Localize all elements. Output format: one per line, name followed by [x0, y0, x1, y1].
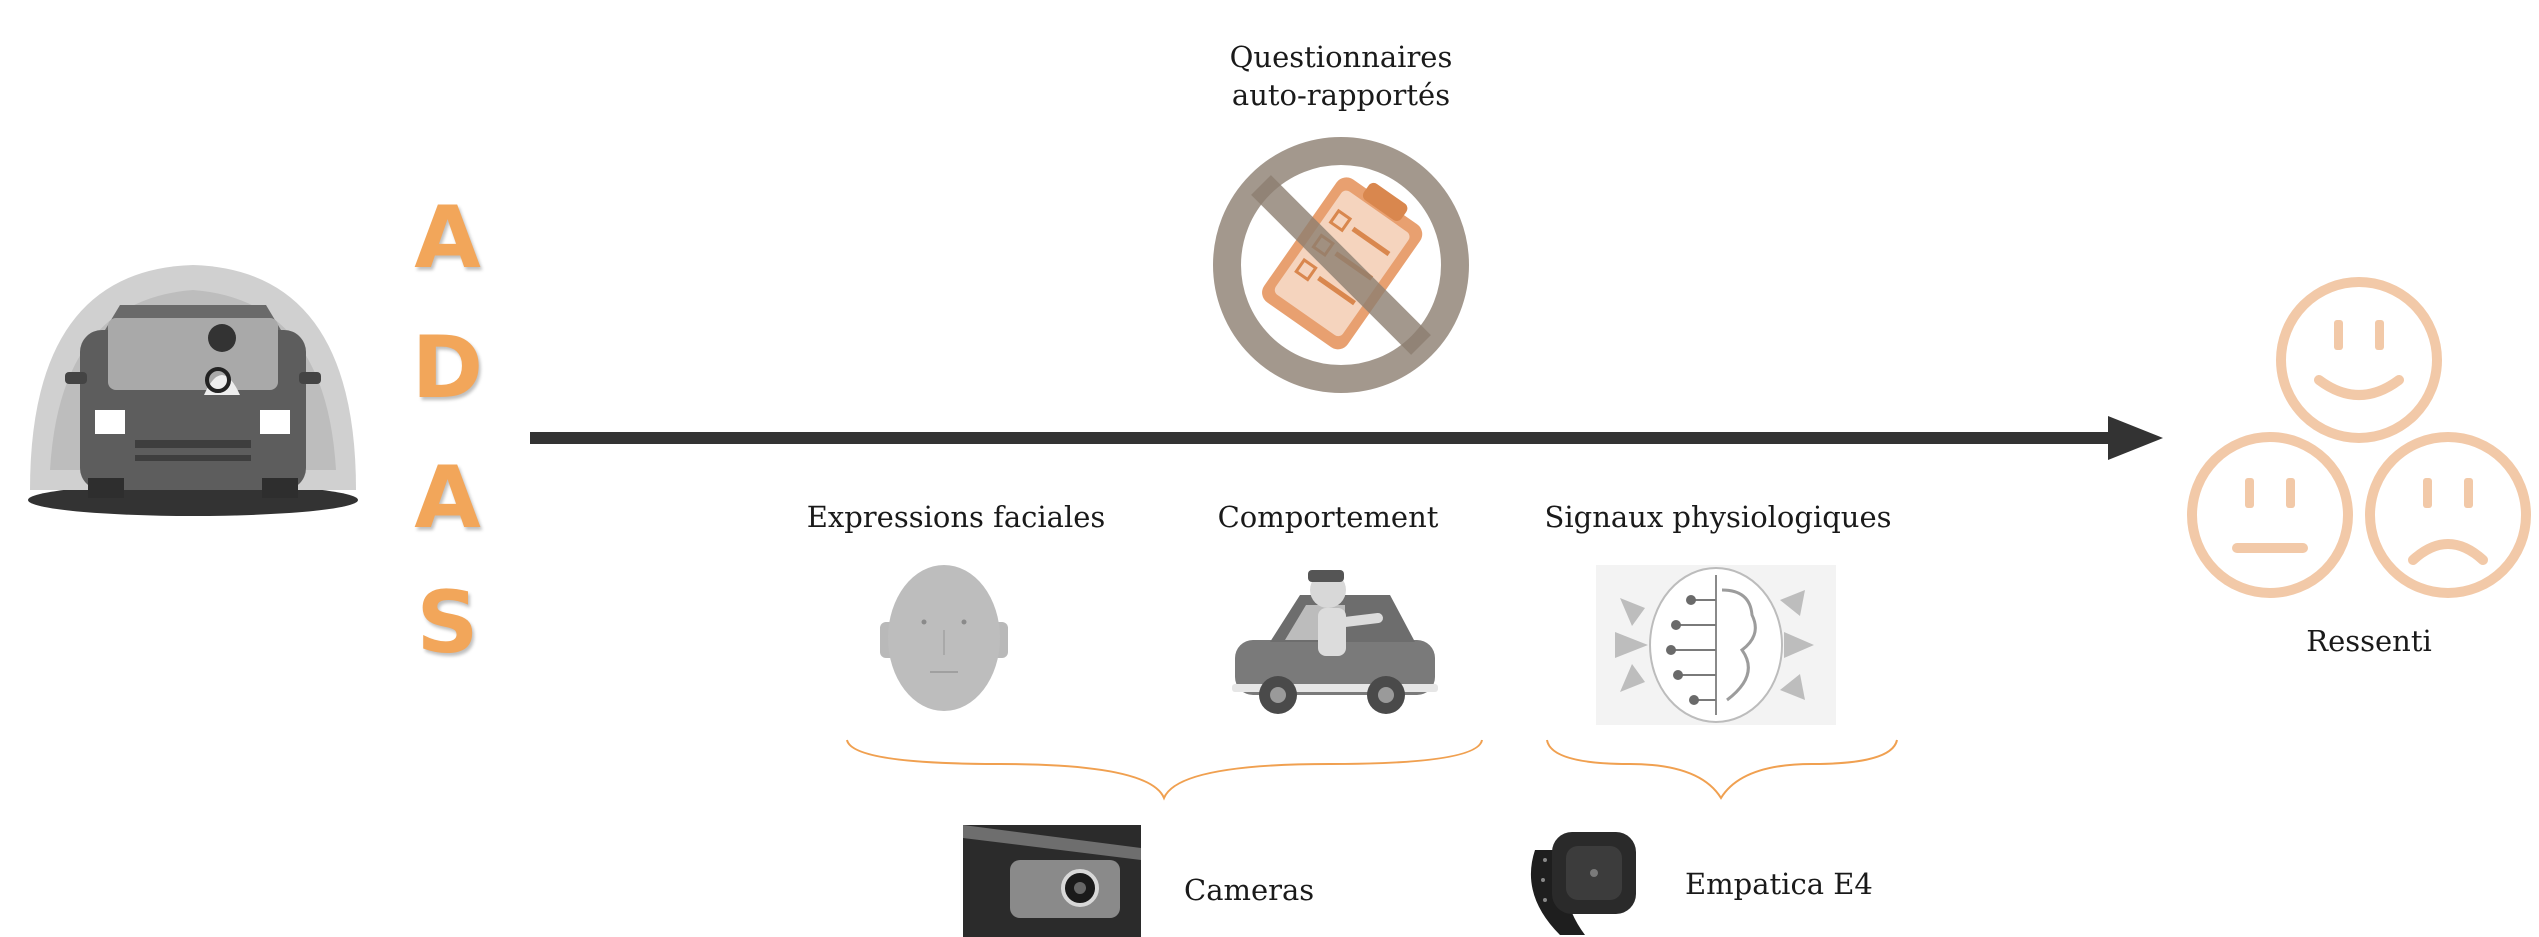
wristband-icon	[1530, 832, 1636, 935]
label-behavior: Comportement	[1217, 500, 1439, 534]
sad-face-icon	[2365, 432, 2531, 598]
adas-letter-a1: A	[414, 188, 481, 288]
car-driver-waving-icon	[1232, 570, 1438, 714]
car-driver-icon	[28, 265, 358, 516]
face-icon	[880, 565, 1008, 711]
neutral-face-icon	[2187, 432, 2353, 598]
brain-signals-icon	[1596, 565, 1836, 725]
brace-right	[1546, 739, 1898, 800]
label-cameras: Cameras	[1184, 873, 1315, 907]
happy-face-icon	[2276, 277, 2442, 443]
brace-left	[846, 739, 1483, 801]
questionnaire-label-line2: auto-rapportés	[1231, 78, 1451, 112]
label-empatica: Empatica E4	[1685, 867, 1873, 901]
timeline-arrow	[530, 416, 2163, 460]
label-physiological-signals: Signaux physiologiques	[1544, 500, 1892, 534]
label-facial-expressions: Expressions faciales	[806, 500, 1106, 534]
questionnaire-label-line1: Questionnaires	[1229, 40, 1453, 74]
adas-letter-d: D	[411, 318, 484, 418]
camera-icon	[963, 825, 1141, 937]
label-ressenti: Ressenti	[2306, 624, 2432, 658]
adas-letter-a2: A	[414, 448, 481, 548]
prohibited-questionnaire-icon	[1213, 137, 1469, 393]
adas-letter-s: S	[416, 573, 479, 673]
